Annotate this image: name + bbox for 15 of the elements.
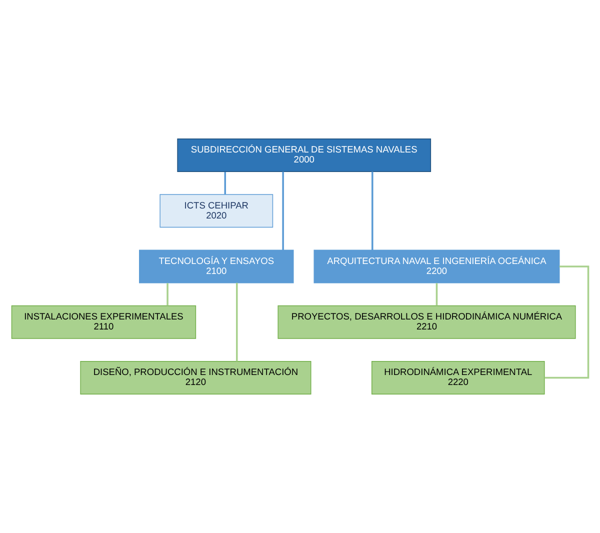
connector — [436, 283, 438, 306]
node-box: INSTALACIONES EXPERIMENTALES 2110 — [11, 305, 196, 339]
connector — [544, 266, 590, 379]
connector — [236, 282, 238, 362]
node-box: HIDRODINÁMICA EXPERIMENTAL 2220 — [371, 360, 545, 394]
node-box: ARQUITECTURA NAVAL E INGENIERÍA OCEÁNICA 2200 — [314, 250, 560, 284]
node-box: PROYECTOS, DESARROLLOS E HIDRODINÁMICA NUMÉRICA 2210 — [278, 305, 576, 339]
node-box: TECNOLOGÍA Y ENSAYOS 2100 — [139, 250, 294, 284]
connector — [166, 283, 168, 306]
connector — [282, 172, 284, 250]
node-box: ICTS CEHIPAR 2020 — [160, 194, 274, 228]
connector — [371, 172, 374, 250]
node-box: DISEÑO, PRODUCCIÓN E INSTRUMENTACIÓN 2120 — [80, 360, 312, 394]
node-box: SUBDIRECCIÓN GENERAL DE SISTEMAS NAVALES 2000 — [177, 138, 432, 172]
connector — [224, 172, 226, 194]
